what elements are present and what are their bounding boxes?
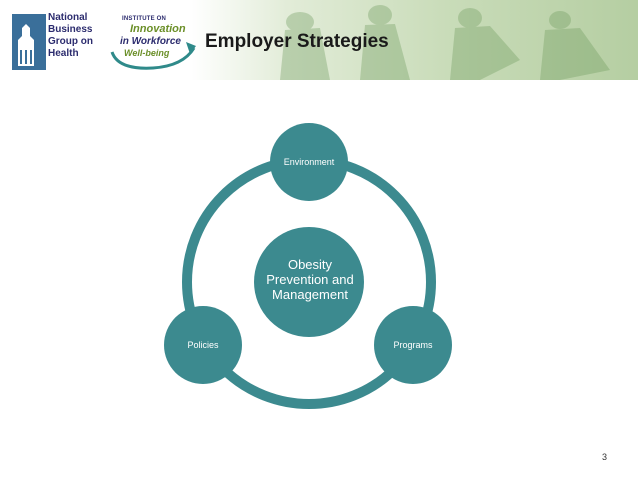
node-label-programs: Programs xyxy=(393,340,433,350)
institute-logo-swoosh xyxy=(110,42,196,70)
slide-header: National Business Group on Health INSTIT… xyxy=(0,0,638,80)
slide-title: Employer Strategies xyxy=(205,31,389,52)
node-circle-environment xyxy=(270,123,348,201)
header-background-photo xyxy=(280,5,610,80)
institute-logo-line3: in Workforce xyxy=(120,36,181,47)
node-circle-policies xyxy=(164,306,242,384)
node-label-environment: Environment xyxy=(283,157,335,167)
capitol-building-icon xyxy=(12,14,46,70)
institute-logo-line1: INSTITUTE ON xyxy=(122,16,167,22)
institute-logo-line2: Innovation xyxy=(130,23,186,35)
organization-logo-text: National Business Group on Health xyxy=(48,12,93,59)
node-circle-programs xyxy=(374,306,452,384)
center-circle xyxy=(254,227,364,337)
node-label-policies: Policies xyxy=(187,340,219,350)
center-label: Obesity Prevention and Management xyxy=(266,257,354,302)
page-number: 3 xyxy=(602,452,608,462)
institute-logo-line4: Well-being xyxy=(124,48,170,58)
